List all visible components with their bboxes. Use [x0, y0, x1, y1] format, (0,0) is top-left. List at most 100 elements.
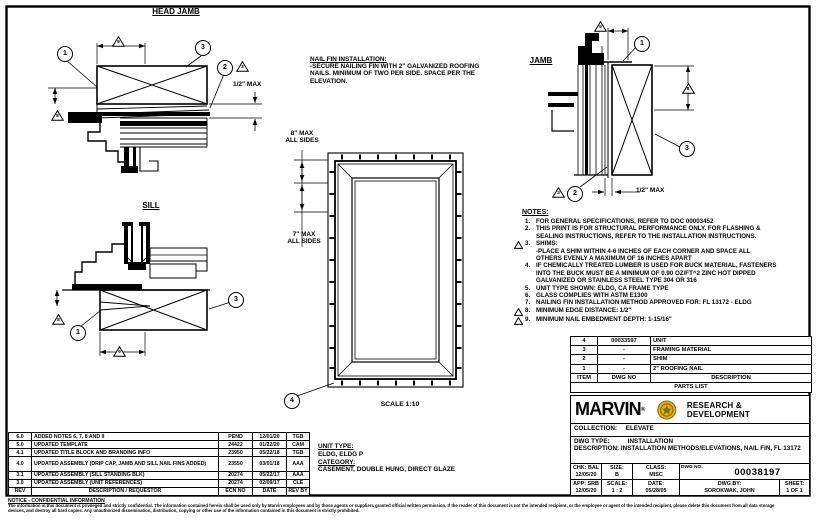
note-item: 4. IF CHEMICALLY TREATED LUMBER IS USED … [514, 262, 812, 284]
scale-value: 1 : 2 [611, 488, 623, 494]
rev-cell: 05/22/17 [253, 471, 286, 479]
note-number: 6. [525, 292, 531, 300]
title-block: MARVIN ® RESEARCH & DEVELOPMENT COLLECTI… [570, 395, 810, 496]
jamb-title: JAMB [529, 56, 553, 65]
description-row: DWG TYPE: INSTALLATION DESCRIPTION: INST… [571, 436, 809, 463]
class-cell: CLASS: MISC [632, 464, 679, 479]
size-label: SIZE: [610, 465, 624, 471]
note-text: UNIT TYPE SHOWN: ELDG, CA FRAME TYPE [536, 284, 669, 292]
chk-label: CHK: [572, 465, 587, 471]
note-text: THIS PRINT IS FOR STRUCTURAL PERFORMANCE… [536, 225, 761, 240]
parts-header: DESCRIPTION [651, 373, 811, 382]
note-flag-8: 8 [681, 83, 695, 94]
note-item: 6. GLASS COMPLIES WITH ASTM E1300 [514, 292, 812, 299]
notes-title: NOTES: [522, 209, 549, 216]
triangle-flag-icon [681, 83, 695, 94]
note-item: 2. THIS PRINT IS FOR STRUCTURAL PERFORMA… [514, 225, 812, 240]
parts-cell: SHIM [651, 355, 811, 364]
sheet-label: SHEET: [784, 481, 805, 487]
rev-cell: UPDATED ASSEMBLY (SILL STANDING BLK) [32, 471, 218, 479]
dwg-type-label: DWG TYPE: [574, 438, 610, 445]
callout-bubble-3: 3 [679, 141, 695, 157]
rev-cell: 23550 [219, 457, 252, 471]
flag-number: 8 [56, 114, 59, 119]
collection-row: COLLECTION: ELEVATE [571, 423, 809, 436]
rev-cell: 20274 [219, 471, 252, 479]
callout-bubble-1: 1 [634, 36, 650, 52]
callout-bubble-3: 3 [195, 40, 211, 56]
app-date: 12/05/20 [575, 488, 597, 494]
jamb-dim-label: 1/2" MAX [636, 187, 665, 194]
unit-type-value: ELDG, ELDG P [318, 450, 364, 458]
note-text: SHIMS: -PLACE A SHIM WITHIN 4-6 INCHES O… [536, 240, 751, 263]
sheet-value: 1 OF 1 [786, 488, 803, 494]
rev-cell: ADDED NOTES 6, 7, 8 AND 9 [32, 433, 218, 440]
note-number: 1. [525, 218, 531, 225]
chk-value: BAL [587, 465, 600, 471]
rev-cell: 3.0 [9, 479, 31, 487]
note-flag-spacer [514, 299, 525, 300]
note-flag-9: 9 [112, 36, 125, 47]
note-number: 4. [525, 262, 531, 270]
parts-cell: 1 [571, 364, 597, 373]
note-flag-spacer [514, 218, 525, 219]
rev-cell: 5.0 [9, 441, 31, 448]
scale-cell: SCALE: 1 : 2 [601, 480, 632, 495]
nail-fin-note: NAIL FIN INSTALLATION: -SECURE NAILING F… [310, 56, 490, 85]
description-value: INSTALLATION METHODS/ELEVATIONS, NAIL FI… [620, 445, 801, 453]
flag-number: 3 [241, 65, 244, 70]
note-flag-spacer [514, 225, 525, 226]
rev-cell: 23950 [219, 449, 252, 456]
parts-caption: PARTS LIST [571, 382, 811, 392]
size-cell: SIZE: B [601, 464, 632, 479]
rev-cell: 05/22/18 [253, 449, 286, 456]
rev-header: REV [9, 487, 31, 495]
sheet-border [5, 5, 811, 497]
triangle-flag-icon [51, 110, 64, 121]
description-label: DESCRIPTION: [574, 445, 620, 453]
title-block-row-1: CHK: BAL 12/05/20 SIZE: B CLASS: MISC DW… [571, 463, 809, 479]
unit-type-label: UNIT TYPE: [318, 443, 354, 450]
note-flag-spacer [514, 292, 525, 293]
parts-cell: - [598, 346, 650, 355]
parts-cell: FRAMING MATERIAL [651, 346, 811, 355]
registered-mark: ® [640, 406, 646, 413]
notes-block: NOTES: 1. FOR GENERAL SPECIFICATIONS, RE… [514, 209, 812, 325]
size-value: B [615, 472, 619, 478]
rev-cell: 12/01/20 [253, 433, 286, 440]
note-text: FOR GENERAL SPECIFICATIONS, REFER TO DOC… [536, 218, 714, 225]
sill-title: SILL [142, 201, 160, 210]
flag-number: 8 [57, 318, 60, 323]
jamb-linework [548, 28, 694, 196]
note-flag-spacer [514, 285, 525, 286]
note-item: 8. MINIMUM EDGE DISTANCE: 1/2" [514, 307, 812, 316]
date-cell: DATE: 05/28/05 [632, 480, 679, 495]
note-number: 2. [525, 225, 531, 233]
parts-cell: 2" ROOFING NAIL [651, 364, 811, 373]
rev-cell: 4.0 [9, 457, 31, 471]
note-flag-9: 9 [594, 21, 607, 32]
parts-header: ITEM [571, 373, 597, 382]
parts-cell: 3 [571, 346, 597, 355]
parts-cell: 2 [571, 355, 597, 364]
note-text: MINIMUM NAIL EMBEDMENT DEPTH: 1-15/16" [536, 315, 672, 323]
chk-cell: CHK: BAL 12/05/20 [571, 464, 601, 479]
gold-seal-icon [657, 400, 677, 419]
note-flag-icon [514, 307, 525, 316]
triangle-flag-icon [52, 314, 65, 325]
date-label: DATE: [647, 481, 665, 487]
rev-cell: CAM [287, 441, 309, 448]
rev-cell: 6.0 [9, 433, 31, 440]
dwg-by-value: SOROKWAK, JOHN [704, 488, 755, 494]
app-cell: APP: SRB 12/05/20 [571, 480, 601, 495]
callout-bubble-3: 3 [228, 292, 244, 308]
rev-cell: 24422 [219, 441, 252, 448]
category-label: CATEGORY: [318, 458, 356, 466]
scale-label: SCALE: [606, 481, 628, 487]
rev-cell: 3.1 [9, 471, 31, 479]
rev-header: DESCRIPTION / REQUESTOR [32, 487, 218, 495]
callout-bubble-1: 1 [57, 46, 73, 62]
rev-cell: 03/01/18 [253, 457, 286, 471]
note-flag-3: 3 [236, 61, 249, 72]
